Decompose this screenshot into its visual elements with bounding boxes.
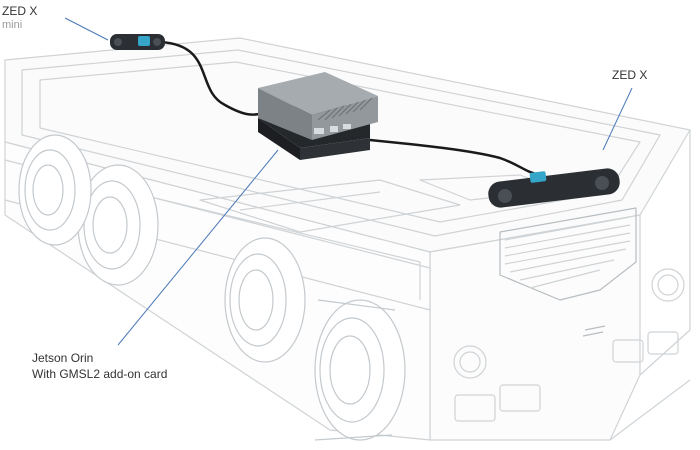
zed-x-camera-icon xyxy=(488,168,620,208)
jetson-orin-box-icon xyxy=(258,72,378,160)
wheel-far-rear-left-icon xyxy=(18,134,92,246)
leader-line-jetson xyxy=(117,149,279,346)
leader-line-zed-x xyxy=(602,87,633,151)
gmsl2-cables xyxy=(158,40,542,177)
zed-x-mini-label: ZED X mini xyxy=(2,4,37,32)
zed-x-mini-camera-icon xyxy=(110,34,165,50)
jetson-orin-title: Jetson Orin xyxy=(32,351,94,365)
leader-lines xyxy=(64,17,633,346)
wheel-rear-left-icon xyxy=(77,164,159,286)
leader-line-zed-x-mini xyxy=(64,17,109,41)
zed-x-mini-title: ZED X xyxy=(2,4,38,18)
zed-x-label: ZED X xyxy=(612,68,647,82)
jetson-orin-label: Jetson Orin With GMSL2 add-on card xyxy=(32,350,167,382)
jetson-orin-subtitle: With GMSL2 add-on card xyxy=(32,367,168,381)
wheel-front-left-icon xyxy=(314,299,406,441)
wheel-middle-left-icon xyxy=(224,237,306,363)
zed-x-title: ZED X xyxy=(612,68,648,82)
zed-x-mini-subtitle: mini xyxy=(2,19,23,31)
